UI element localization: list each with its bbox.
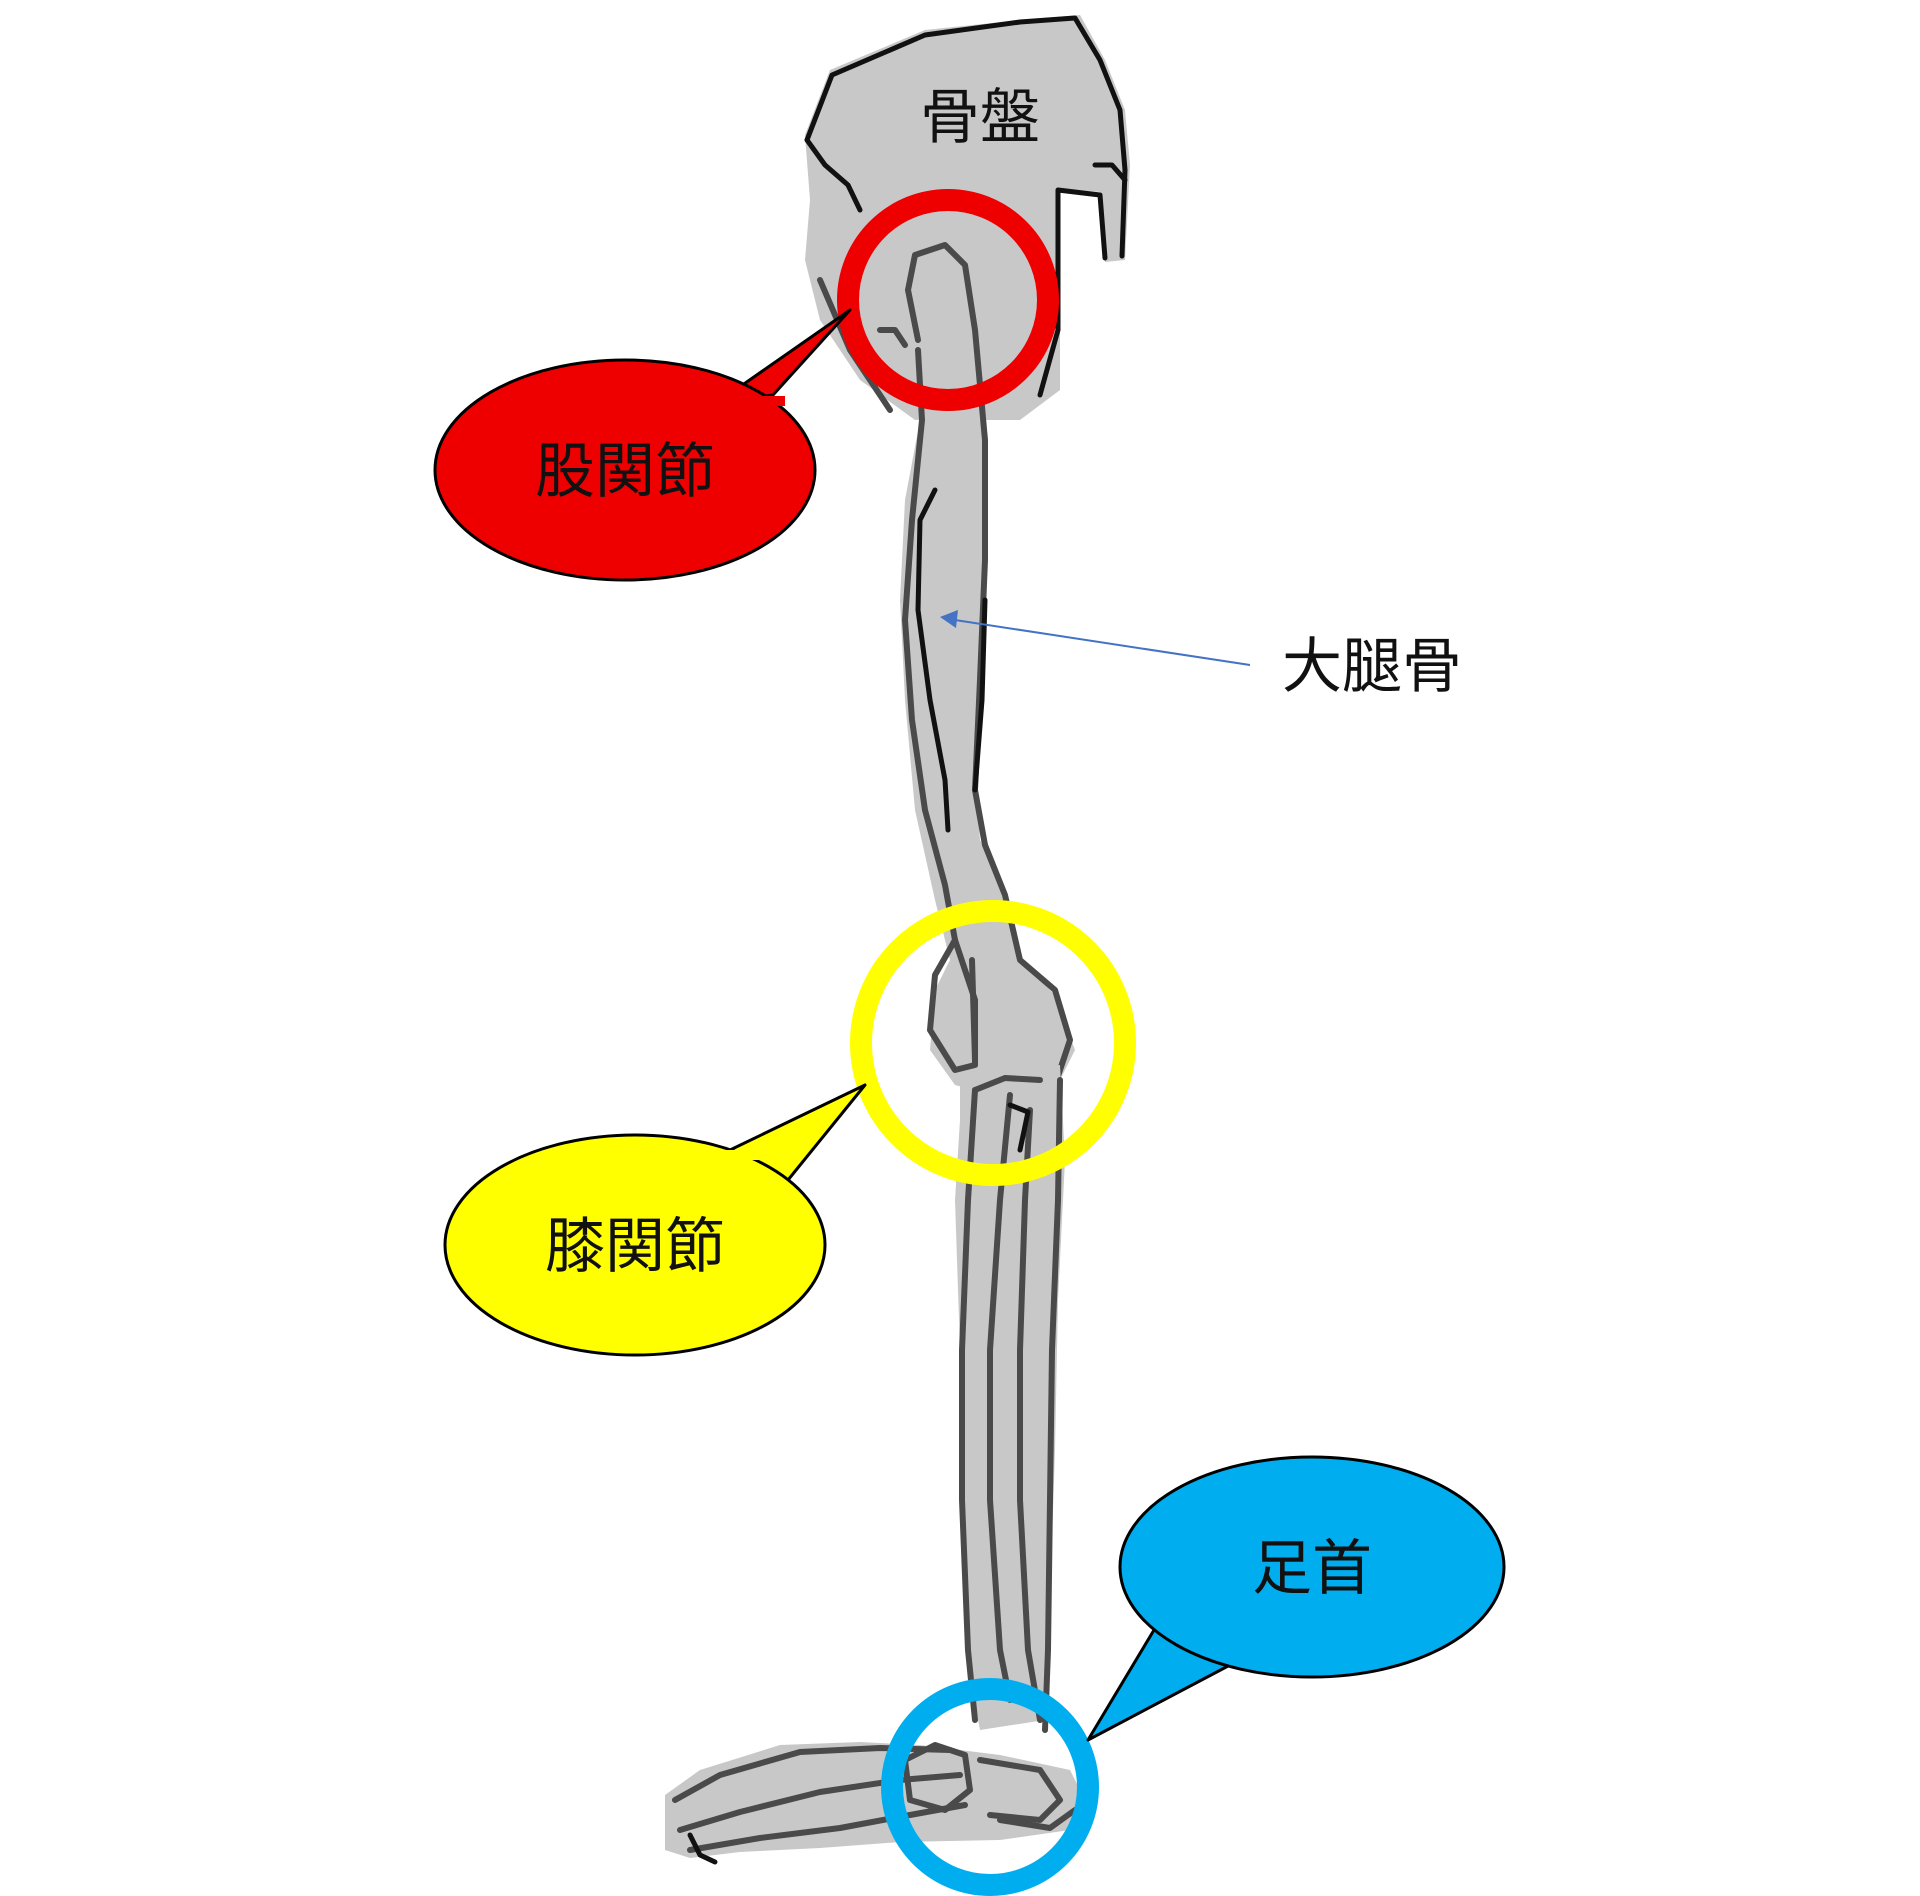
- ankle-circle: [881, 1678, 1099, 1896]
- foot-bones: [665, 1742, 1085, 1865]
- femur-arrow-line: [954, 619, 1251, 666]
- knee-joint-callout: 膝関節: [443, 1083, 867, 1357]
- knee-joint-label: 膝関節: [545, 1212, 725, 1282]
- femur-arrow-head: [940, 610, 958, 628]
- femur-label: 大腿骨: [1282, 632, 1462, 702]
- hip-joint-label: 股関節: [535, 437, 715, 507]
- pelvis-label: 骨盤: [920, 83, 1040, 153]
- hip-joint-circle: [837, 189, 1059, 411]
- hip-joint-callout: 股関節: [433, 308, 852, 582]
- ankle-callout: 足首: [1086, 1455, 1506, 1742]
- knee-joint-circle: [850, 900, 1136, 1186]
- femur-pointer: [940, 610, 1251, 666]
- ankle-label: 足首: [1252, 1534, 1372, 1604]
